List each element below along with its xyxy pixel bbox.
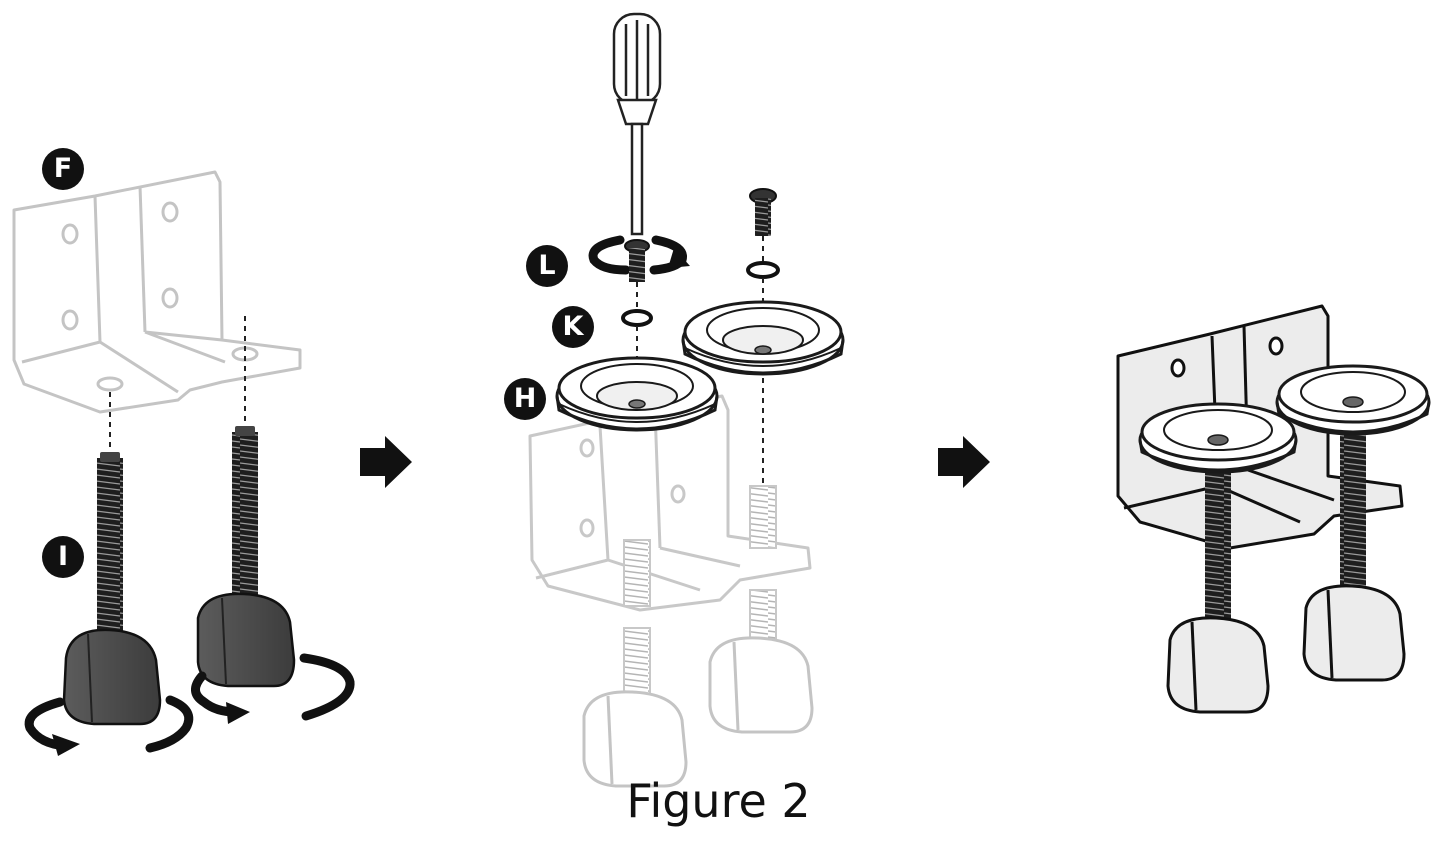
rod-assembled-right [1340, 420, 1366, 604]
threaded-rod-left [97, 452, 123, 654]
knob-light-left [582, 690, 688, 788]
pad-assembled-left [1138, 402, 1298, 474]
callout-l: L [526, 245, 568, 287]
rod-assembled-left [1205, 460, 1231, 634]
bracket-f [12, 170, 302, 414]
rotate-arrow-icon [24, 695, 194, 753]
callout-i: I [42, 536, 84, 578]
screw-l-right [749, 188, 777, 236]
pad-h-right [681, 300, 845, 376]
right-arrow-icon [938, 436, 990, 488]
step-1 [12, 170, 355, 756]
threaded-rod-right [232, 426, 258, 612]
knob-light-right [708, 636, 814, 734]
knob-right [196, 592, 296, 688]
pad-assembled-right [1275, 364, 1431, 436]
figure-caption: Figure 2 [626, 774, 811, 828]
screwdriver-icon [612, 12, 662, 236]
step-3 [1116, 304, 1431, 714]
rotate-arrow-head-icon [52, 734, 80, 756]
rotate-arrow-head-icon [226, 702, 250, 724]
washer-k-left [621, 309, 653, 327]
knob-assembled-left [1166, 616, 1270, 714]
pad-h-left [555, 356, 719, 432]
knob-assembled-right [1302, 584, 1406, 682]
callout-h: H [504, 378, 546, 420]
rod-light-left [623, 539, 651, 711]
rotate-arrow-head-icon [668, 248, 690, 268]
knob-left [62, 628, 162, 726]
rotate-arrow-icon [191, 653, 355, 721]
right-arrow-icon [360, 436, 412, 488]
callout-k: K [552, 306, 594, 348]
step-2 [528, 12, 845, 788]
screw-l-left [624, 239, 650, 282]
callout-f: F [42, 148, 84, 190]
washer-k-right [746, 261, 780, 279]
